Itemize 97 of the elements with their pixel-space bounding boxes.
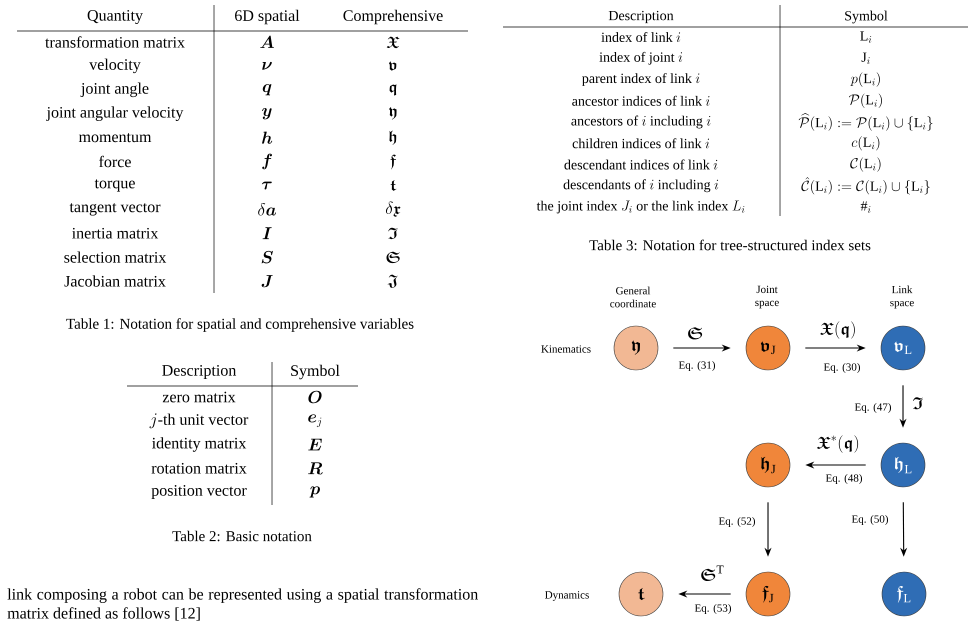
table-caption: Table 3: Notation for tree-structured index sets (589, 240, 870, 250)
table-cell: $\text{index of link }i$ (601, 32, 680, 42)
edge-symbol: $\boldsymbol{\mathfrak{X}}^{*}(\boldsymbol{\mathfrak{q}})$ (816, 435, 858, 453)
body-paragraph: link composing a robot can be represented using a spatial transformation matrix defined as follows [12] (8, 588, 478, 621)
table-cell: $\boldsymbol{\mathfrak{q}}$ (390, 84, 396, 96)
table-cell: rotation matrix (152, 462, 247, 474)
table-cell: $\boldsymbol{\mathfrak{h}}$ (390, 130, 396, 145)
table-cell: $\boldsymbol{I}$ (262, 227, 272, 240)
circle-node: $\boldsymbol{\mathfrak{f}}_{\mathrm{J}}$ (746, 572, 790, 616)
column-header: Symbol (845, 10, 888, 24)
table-cell: $\boldsymbol{\mathfrak{f}}$ (390, 154, 396, 170)
circle-node: $\boldsymbol{\mathfrak{y}}$ (614, 326, 658, 370)
table-cell: zero matrix (162, 392, 236, 402)
table-cell: $\boldsymbol{e}_j$ (308, 414, 322, 428)
table-cell: $\delta\boldsymbol{\mathfrak{x}}$ (386, 202, 401, 217)
table-cell: $\boldsymbol{\mathfrak{v}}$ (389, 61, 396, 71)
edge-label: Eq. (47) (854, 403, 891, 413)
table-cell: $\text{children indices of link }i$ (572, 138, 710, 148)
table-cell: $\boldsymbol{y}$ (262, 108, 272, 120)
table-cell: $\boldsymbol{\mathfrak{t}}$ (390, 180, 396, 191)
table-cell: $\text{parent index of link }i$ (582, 73, 700, 86)
table-cell: selection matrix (64, 251, 166, 263)
edge-label: Eq. (31) (678, 361, 715, 371)
edge-label: Eq. (30) (824, 363, 860, 373)
table-cell: $\#_i$ (860, 201, 870, 213)
table-cell: $\boldsymbol{\mathfrak{y}}$ (389, 107, 397, 120)
circle-node: $\boldsymbol{\mathfrak{v}}_{\mathrm{J}}$ (746, 326, 790, 370)
table-cell: position vector (152, 485, 247, 499)
column-header: Comprehensive (343, 10, 443, 24)
circle-node: $\boldsymbol{\mathfrak{v}}_{\mathrm{L}}$ (880, 326, 926, 370)
table-cell: velocity (89, 58, 141, 74)
table-cell: joint angle (80, 82, 148, 98)
column-header: Quantity (88, 10, 143, 24)
table-cell: $\boldsymbol{p}$ (310, 486, 320, 498)
table-cell: $\text{index of joint }i$ (599, 52, 682, 65)
edge-symbol: $\boldsymbol{\mathfrak{S}}$ (688, 327, 702, 340)
circle-node: $\boldsymbol{\mathfrak{f}}_{\mathrm{L}}$ (882, 572, 926, 616)
circle-node: $\boldsymbol{\mathfrak{h}}_{\mathrm{L}}$ (880, 442, 926, 488)
table-cell: $\boldsymbol{f}$ (262, 154, 272, 170)
table-cell: tangent vector (70, 203, 160, 216)
table-cell: $\mathrm{L}_i$ (860, 31, 872, 43)
table-cell: $\boldsymbol{\mathfrak{X}}$ (386, 36, 400, 48)
table-cell: $\mathcal{P}(\mathrm{L}_i)$ (848, 94, 882, 108)
column-header: Description (162, 365, 236, 379)
edge-label: Eq. (53) (694, 604, 731, 614)
row-label: Kinematics (541, 345, 591, 353)
edge-symbol: $\boldsymbol{\mathfrak{X}}(\boldsymbol{\mathfrak{q}})$ (820, 321, 855, 339)
table-cell: $\text{the joint index }J_i\text{ or the link index }L_i$ (536, 200, 744, 214)
table-cell: $\text{ancestor indices of link }i$ (572, 96, 710, 106)
table-cell: $\boldsymbol{\mathfrak{S}}$ (386, 252, 400, 264)
table-cell: $\text{descendants of }i\text{ including }i$ (564, 179, 718, 192)
table-cell: Jacobian matrix (64, 275, 166, 287)
table-cell: $\boldsymbol{\mathfrak{I}}$ (388, 228, 398, 240)
table-cell: $\boldsymbol{q}$ (262, 84, 272, 96)
column-header: Symbol (291, 364, 340, 380)
table-cell: transformation matrix (45, 36, 185, 48)
table-cell: $\boldsymbol{h}$ (262, 132, 272, 144)
table-caption: Table 1: Notation for spatial and comprehensive variables (66, 318, 414, 332)
table-cell: $\boldsymbol{O}$ (308, 390, 322, 404)
table-cell: $\mathrm{J}_i$ (862, 52, 870, 64)
table-cell: torque (94, 179, 135, 192)
table-cell: $\boldsymbol{\nu}$ (262, 62, 272, 70)
table-cell: $p(\mathrm{L}_i)$ (850, 72, 880, 87)
table-cell: $\hat{\mathcal{C}}(\mathrm{L}_i) := \mathcal{C}(\mathrm{L}_i) \cup \{\mathrm{L}_i\}$ (801, 177, 930, 194)
table-cell: joint angular velocity (46, 106, 184, 121)
table-cell: $\boldsymbol{\tau}$ (262, 182, 272, 190)
table-caption: Table 2: Basic notation (172, 530, 312, 542)
table-cell: $c(\mathrm{L}_i)$ (852, 136, 880, 150)
column-label: General coordinate (610, 286, 656, 308)
row-label: Dynamics (545, 591, 589, 601)
column-label: Link space (890, 286, 914, 308)
table-cell: $\delta\boldsymbol{a}$ (258, 203, 276, 216)
column-header: 6D spatial (235, 10, 300, 24)
edge-label: Eq. (48) (826, 474, 862, 484)
table-cell: $\text{ancestors of }i\text{ including }i$ (571, 116, 710, 128)
column-label: Joint space (755, 286, 779, 308)
table-cell: $\widehat{\mathcal{P}}(\mathrm{L}_i) := \mathcal{P}(\mathrm{L}_i) \cup \{\mathrm{L}_i\}$ (798, 112, 932, 131)
table-cell: force (99, 156, 131, 168)
table-cell: inertia matrix (72, 228, 158, 239)
table-cell: $\boldsymbol{E}$ (308, 438, 322, 450)
edge-symbol: $\boldsymbol{\mathfrak{I}}$ (912, 397, 924, 410)
table-cell: momentum (78, 133, 152, 142)
circle-node: $\boldsymbol{\mathfrak{t}}$ (618, 572, 664, 616)
column-header: Description (608, 10, 674, 24)
table-cell: $\boldsymbol{R}$ (308, 462, 323, 474)
table-cell: identity matrix (152, 437, 246, 452)
table-cell: $\mathcal{C}(\mathrm{L}_i)$ (850, 157, 881, 172)
edge-label: Eq. (52) (718, 517, 755, 527)
table-cell: $\text{descendant indices of link }i$ (564, 160, 718, 170)
table-cell: $\boldsymbol{A}$ (260, 36, 274, 48)
table-cell: $\boldsymbol{\mathfrak{J}}$ (388, 274, 398, 288)
edge-symbol: $\boldsymbol{\mathfrak{S}}^{\mathrm{T}}$ (701, 566, 724, 581)
table-cell: $j\text{-th unit vector}$ (149, 413, 248, 428)
table-cell: $\boldsymbol{S}$ (262, 250, 273, 264)
circle-node: $\boldsymbol{\mathfrak{h}}_{\mathrm{J}}$ (746, 442, 790, 488)
table-cell: $\boldsymbol{J}$ (262, 275, 273, 288)
edge-label: Eq. (50) (852, 515, 888, 525)
